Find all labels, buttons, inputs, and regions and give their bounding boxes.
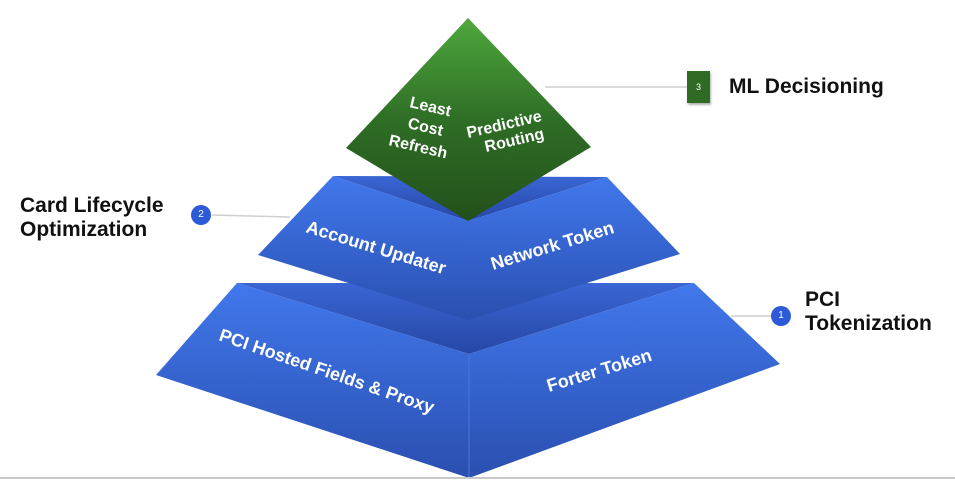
tier3-face — [346, 18, 591, 221]
tier2-label-line1: Card Lifecycle — [20, 194, 164, 217]
tier2-left-face — [258, 176, 468, 320]
tier1-badge: 1 — [771, 306, 791, 326]
bottom-divider — [0, 477, 955, 479]
tier2-badge: 2 — [191, 205, 211, 225]
tier1-label-line2: Tokenization — [805, 312, 932, 335]
tier2-label-line2: Optimization — [20, 218, 148, 241]
tier3-label: ML Decisioning — [729, 75, 884, 98]
tier2-label: Card Lifecycle Optimization — [20, 194, 164, 242]
tier1-label: PCI Tokenization — [805, 288, 932, 336]
tier1-left-face — [156, 283, 469, 478]
tier1-label-line1: PCI — [805, 288, 841, 311]
connector-line-2 — [211, 214, 291, 218]
tier3-badge: 3 — [687, 71, 710, 103]
tier2-right-face — [468, 177, 680, 320]
tier1-right-face — [469, 283, 780, 478]
